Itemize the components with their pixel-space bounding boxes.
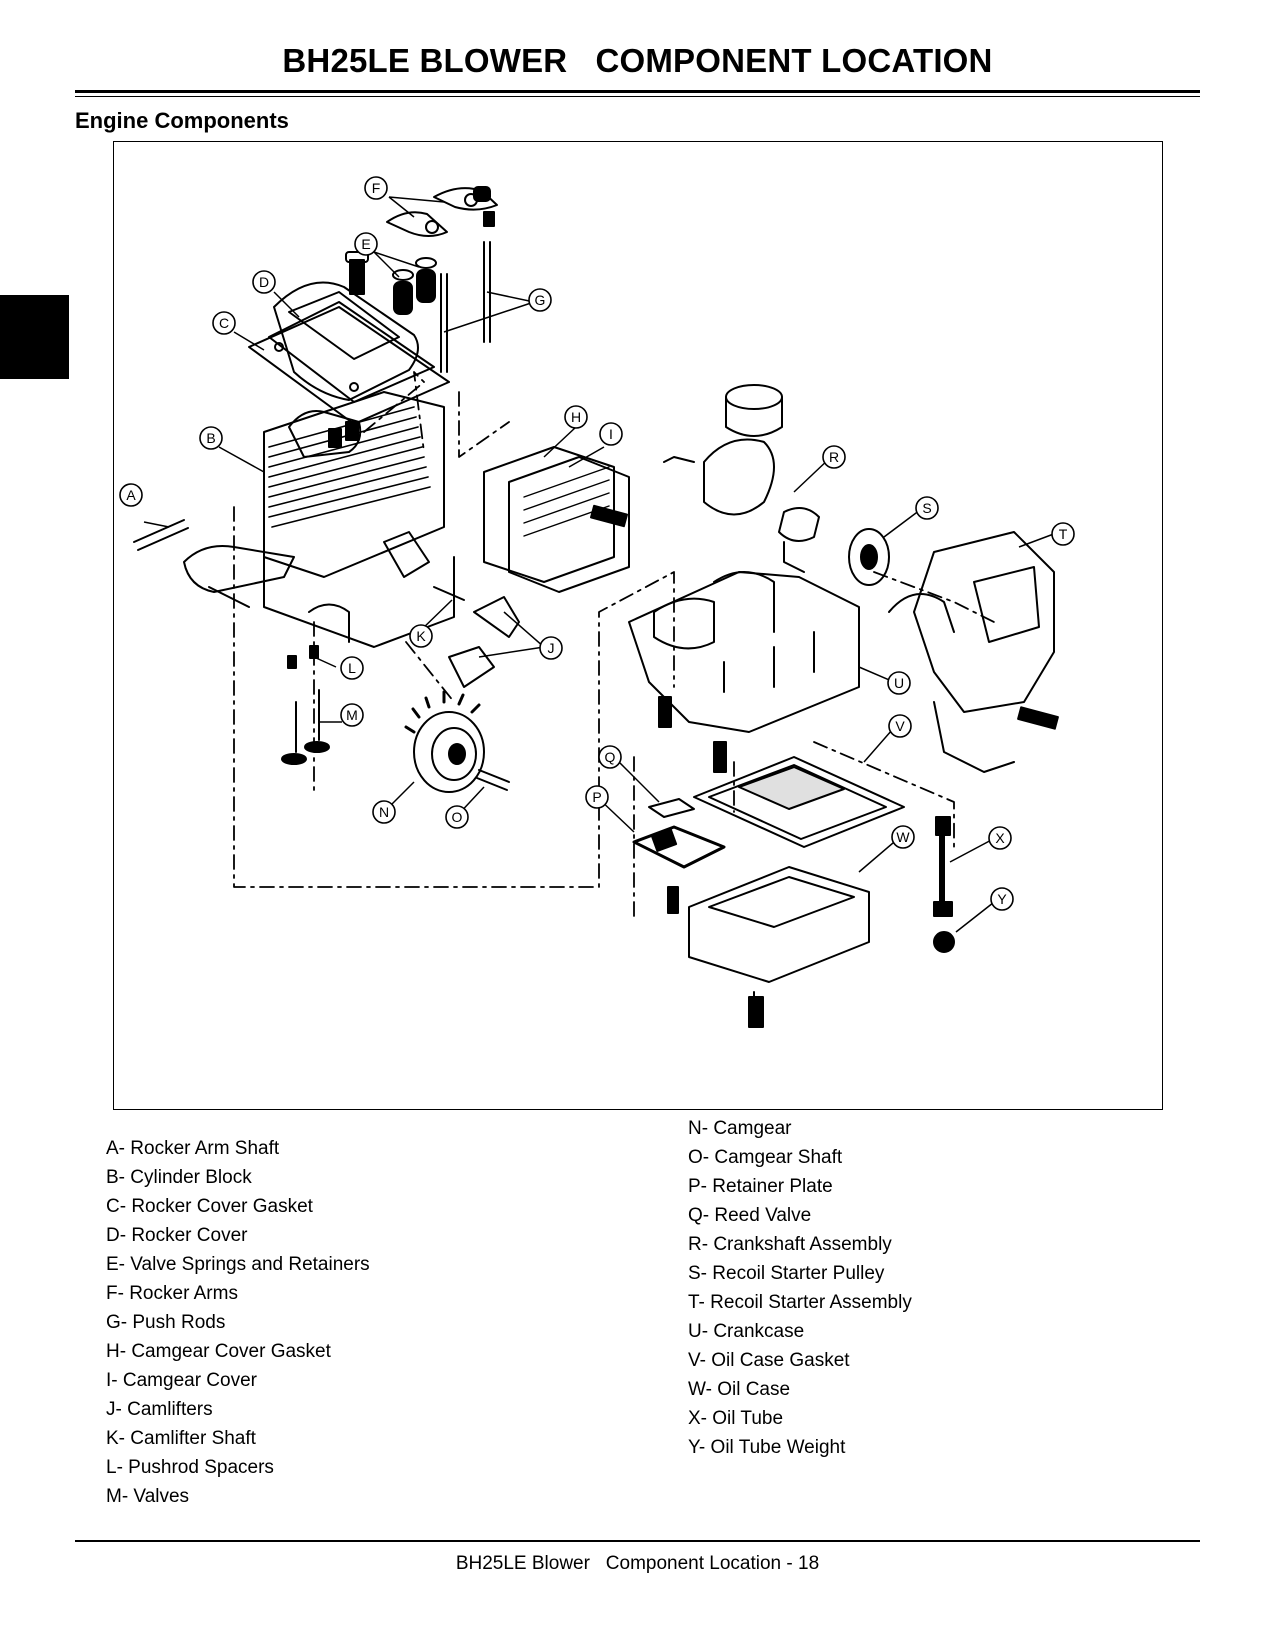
legend-item: D- Rocker Cover — [106, 1225, 248, 1246]
header-rule-thin — [75, 96, 1200, 97]
legend-item: Y- Oil Tube Weight — [688, 1437, 846, 1458]
legend-item: H- Camgear Cover Gasket — [106, 1341, 331, 1362]
legend-item: S- Recoil Starter Pulley — [688, 1263, 885, 1284]
callout-v: V — [895, 718, 905, 734]
callout-o: O — [452, 809, 463, 825]
legend-item: M- Valves — [106, 1486, 190, 1507]
legend-item: F- Rocker Arms — [106, 1283, 238, 1304]
callout-c: C — [219, 315, 229, 331]
legend-item: L- Pushrod Spacers — [106, 1457, 274, 1478]
callout-b: B — [206, 430, 215, 446]
legend-item: X- Oil Tube — [688, 1408, 784, 1429]
legend-item: Q- Reed Valve — [688, 1205, 812, 1226]
legend-item: C- Rocker Cover Gasket — [106, 1196, 313, 1217]
legend-item: A- Rocker Arm Shaft — [106, 1138, 280, 1159]
legend-item: R- Crankshaft Assembly — [688, 1234, 892, 1255]
exploded-view-figure: F E G D C B A H I J K L M N O P Q R S T … — [113, 141, 1163, 1110]
callout-k: K — [416, 628, 426, 644]
legend-item: T- Recoil Starter Assembly — [688, 1292, 912, 1313]
legend-item: B- Cylinder Block — [106, 1167, 252, 1188]
callout-x: X — [995, 830, 1005, 846]
exploded-view-drawing: F E G D C B A H I J K L M N O P Q R S T … — [119, 176, 1075, 1028]
callout-e: E — [361, 236, 370, 252]
section-tab-marker — [0, 295, 69, 379]
callout-w: W — [896, 829, 910, 845]
callout-g: G — [535, 292, 546, 308]
legend-item: N- Camgear — [688, 1118, 792, 1139]
callout-m: M — [346, 707, 358, 723]
legend-item: K- Camlifter Shaft — [106, 1428, 256, 1449]
footer-rule — [75, 1540, 1200, 1542]
callout-t: T — [1059, 526, 1068, 542]
header-rule — [75, 90, 1200, 93]
callout-j: J — [548, 640, 555, 656]
callout-u: U — [894, 675, 904, 691]
legend-item: G- Push Rods — [106, 1312, 226, 1333]
callout-q: Q — [605, 749, 616, 765]
legend-item: E- Valve Springs and Retainers — [106, 1254, 370, 1275]
parts-legend-left: A- Rocker Arm Shaft B- Cylinder Block C-… — [106, 1134, 370, 1511]
callout-l: L — [348, 660, 356, 676]
legend-item: U- Crankcase — [688, 1321, 805, 1342]
callout-r: R — [829, 449, 839, 465]
page-footer: BH25LE Blower Component Location - 18 — [455, 1553, 820, 1574]
callout-h: H — [571, 409, 581, 425]
page-title: BH25LE BLOWER COMPONENT LOCATION — [282, 42, 993, 79]
legend-item: J- Camlifters — [106, 1399, 213, 1420]
callout-s: S — [922, 500, 931, 516]
legend-item: I- Camgear Cover — [106, 1370, 257, 1391]
callout-n: N — [379, 804, 389, 820]
callout-d: D — [259, 274, 269, 290]
legend-item: P- Retainer Plate — [688, 1176, 833, 1197]
callout-f: F — [372, 180, 381, 196]
callout-p: P — [592, 789, 601, 805]
parts-legend-right: N- Camgear O- Camgear Shaft P- Retainer … — [688, 1114, 912, 1462]
legend-item: V- Oil Case Gasket — [688, 1350, 850, 1371]
legend-item: W- Oil Case — [688, 1379, 791, 1400]
section-heading: Engine Components — [75, 108, 289, 133]
callout-y: Y — [997, 891, 1007, 907]
callout-i: I — [609, 426, 613, 442]
legend-item: O- Camgear Shaft — [688, 1147, 843, 1168]
callout-a: A — [126, 487, 136, 503]
